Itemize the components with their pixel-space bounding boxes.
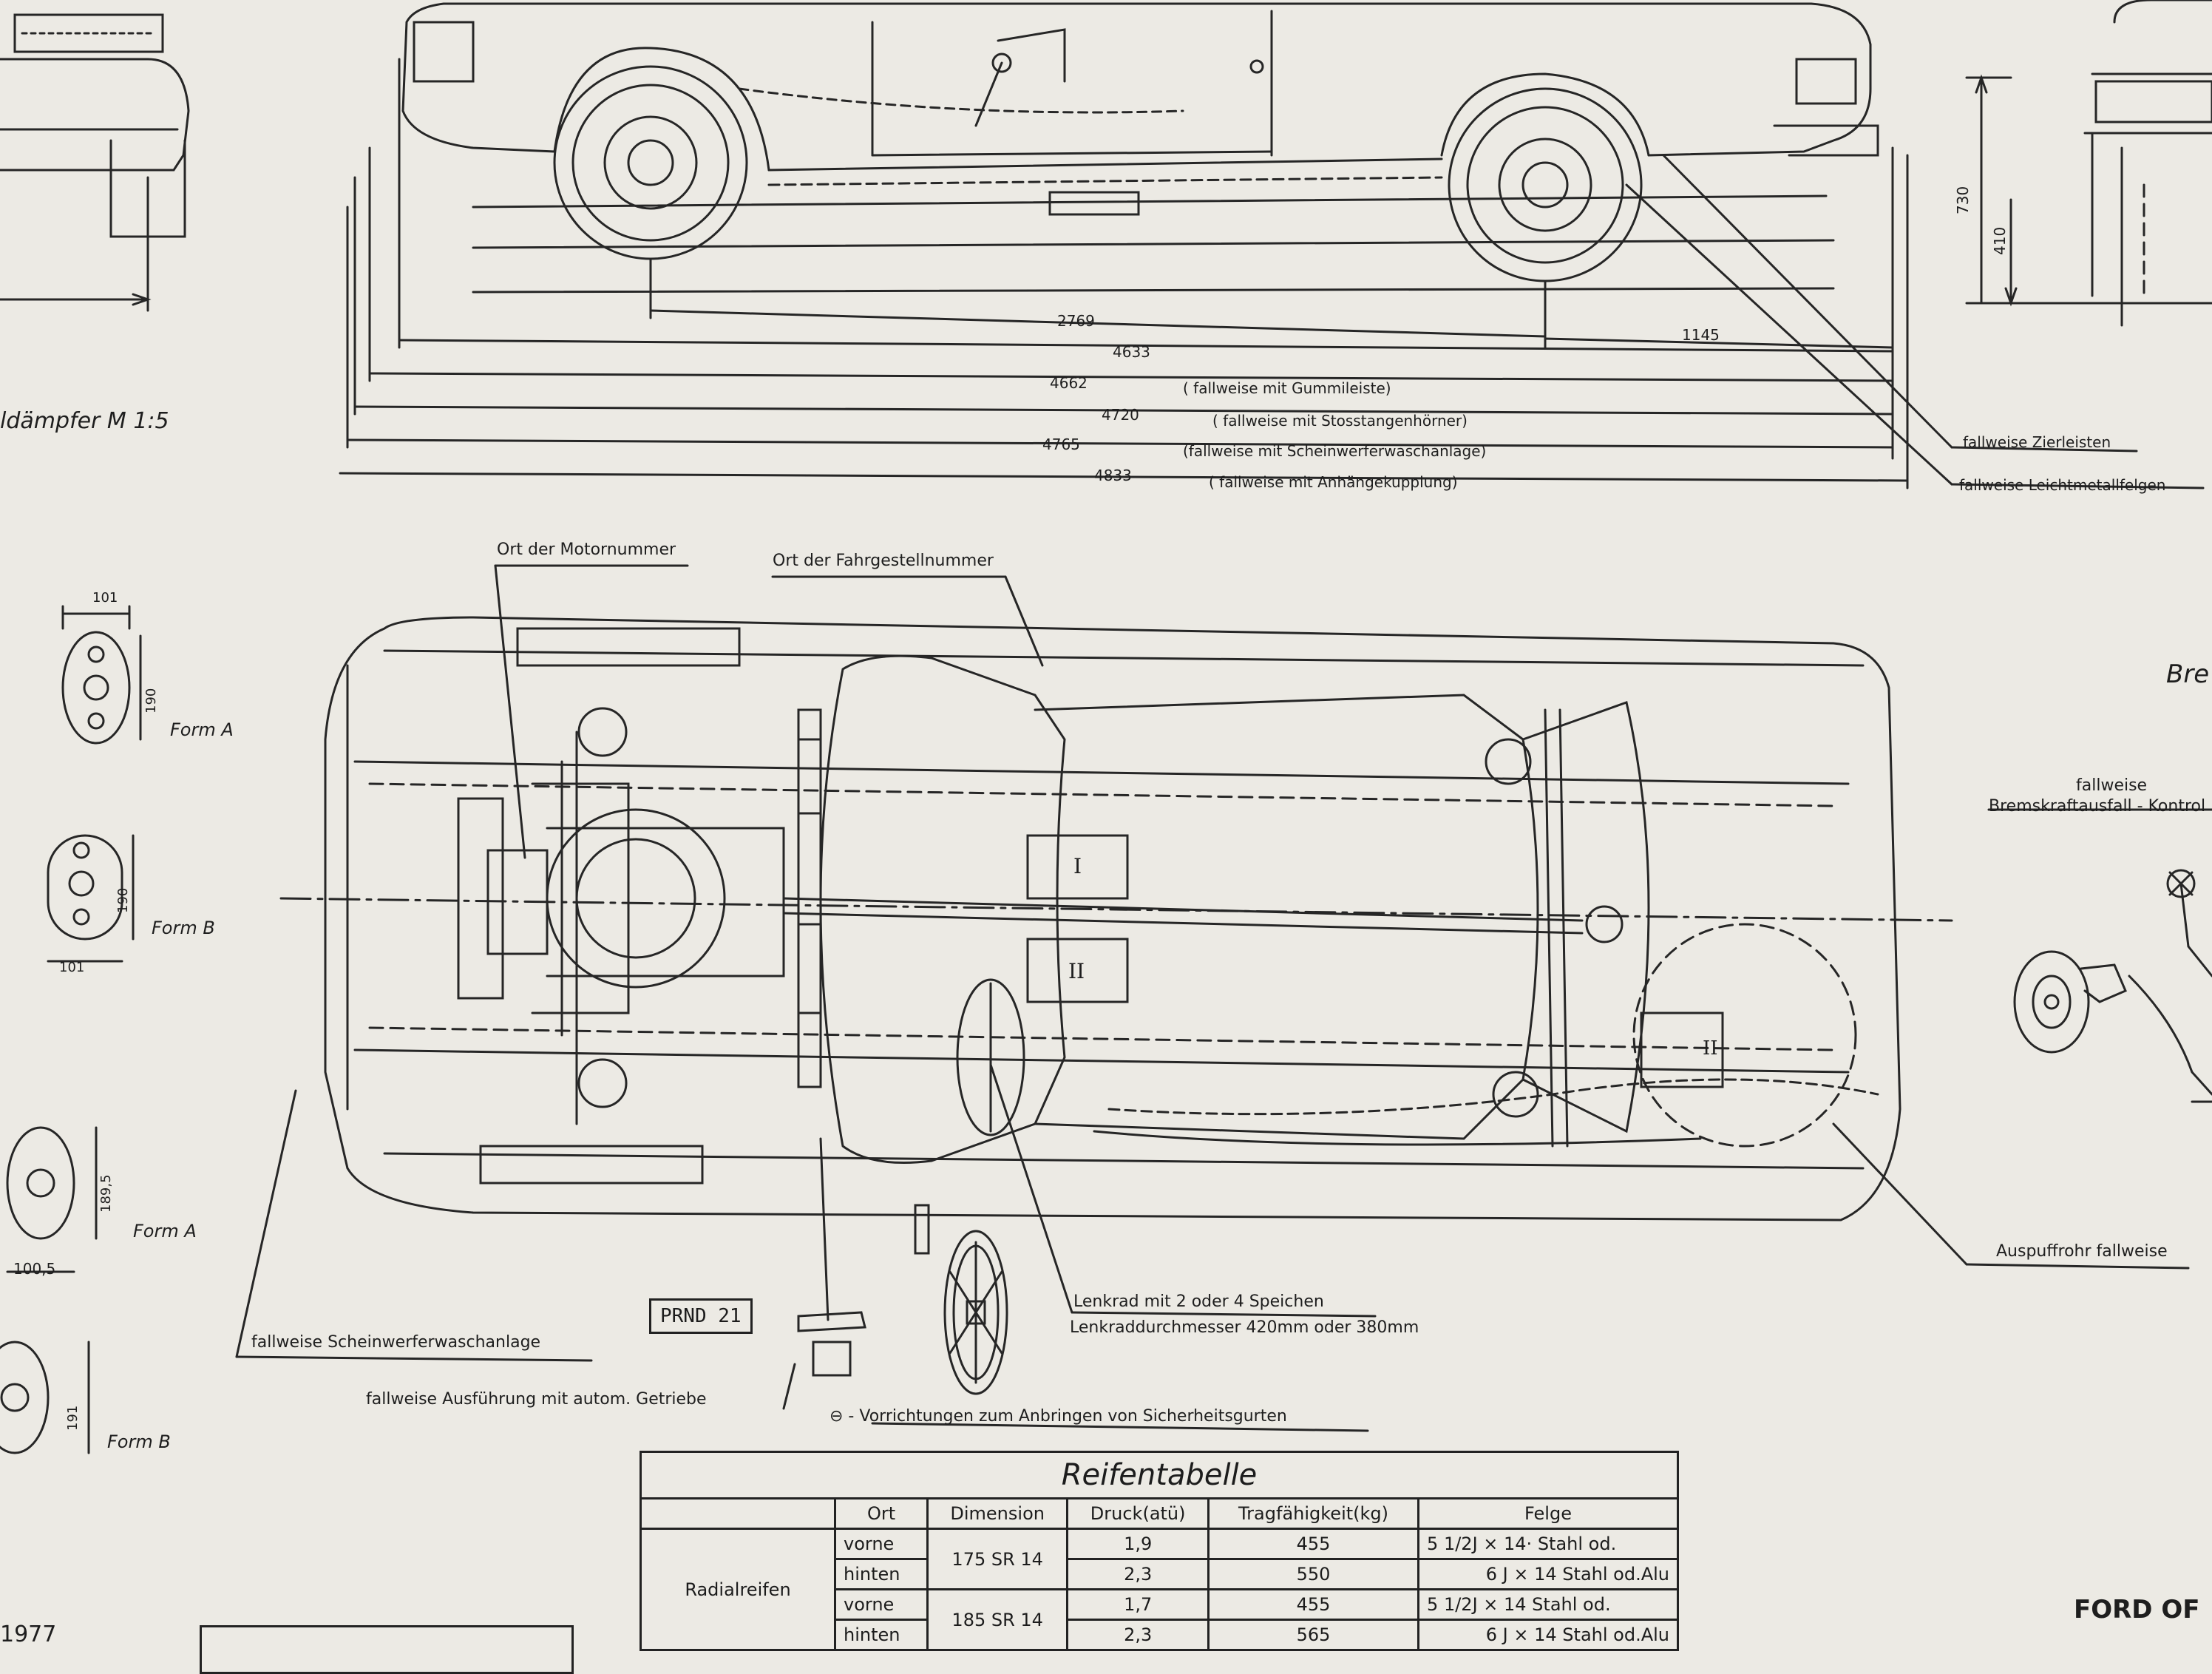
plan-view-car	[279, 616, 1953, 1221]
height-730: 730	[1954, 186, 1972, 214]
dim-4720: 4720	[1102, 406, 1139, 424]
form-b1-label: Form B	[152, 918, 215, 938]
form-a1-width: 101	[92, 590, 118, 606]
cell-druck: 2,3	[1066, 1619, 1210, 1651]
callout-leichtmetallfelgen: fallweise Leichtmetallfelgen	[1959, 476, 2166, 494]
form-b2-label: Form B	[107, 1431, 171, 1452]
side-view-car	[401, 2, 1879, 294]
cell-trag: 455	[1207, 1588, 1420, 1621]
callout-lenkraddurchmesser: Lenkraddurchmesser 420mm oder 380mm	[1070, 1318, 1419, 1337]
dim-4833-note: ( fallweise mit Anhängekupplung)	[1209, 473, 1458, 491]
brake-diagram	[1987, 808, 2212, 1103]
cell-felge: 6 J × 14 Stahl od.Alu	[1417, 1619, 1679, 1651]
form-a1-label: Form A	[170, 719, 234, 740]
cell-ort: vorne	[833, 1588, 929, 1621]
col-felge: Felge	[1417, 1497, 1679, 1530]
front-view-left	[0, 13, 190, 312]
cell-druck: 1,7	[1066, 1588, 1210, 1621]
cell-felge: 6 J × 14 Stahl od.Alu	[1417, 1558, 1679, 1590]
table-row: hinten 2,3 565 6 J × 14 Stahl od.Alu	[641, 1619, 1679, 1651]
form-a2-width: 100,5	[13, 1260, 56, 1278]
table-row: hinten 2,3 550 6 J × 14 Stahl od.Alu	[641, 1558, 1679, 1590]
dim-4765: 4765	[1042, 436, 1080, 453]
callout-auspuffrohr: Auspuffrohr fallweise	[1996, 1242, 2168, 1261]
form-a1-height: 190	[143, 688, 159, 714]
dim-2769: 2769	[1057, 312, 1095, 330]
dim-4720-note: ( fallweise mit Stosstangenhörner)	[1212, 412, 1468, 430]
dim-1145: 1145	[1682, 326, 1720, 344]
callout-lenkrad-speichen: Lenkrad mit 2 oder 4 Speichen	[1073, 1292, 1324, 1311]
table-row: Radialreifen vorne 175 SR 14 1,9 455 5 1…	[639, 1528, 1679, 1651]
cell-felge: 5 1/2J × 14 Stahl od.	[1417, 1588, 1679, 1621]
marker-seat-1: I	[1073, 854, 1082, 878]
cell-dimension: 175 SR 14	[926, 1528, 1069, 1590]
loose-parts	[797, 1204, 1008, 1395]
marker-rear-2: II	[1703, 1037, 1718, 1060]
marker-seat-2: II	[1068, 959, 1085, 983]
cell-dimension: 185 SR 14	[926, 1588, 1069, 1651]
tire-table-corner	[639, 1497, 836, 1529]
callout-sicherheitsgurte: ⊖ - Vorrichtungen zum Anbringen von Sich…	[830, 1407, 1287, 1426]
callout-scheinwerferwaschanlage: fallweise Scheinwerferwaschanlage	[251, 1333, 541, 1352]
brand-label: FORD OF	[2074, 1595, 2200, 1624]
tire-table-title: Reifentabelle	[639, 1451, 1679, 1500]
footer-year: 1977	[0, 1622, 57, 1647]
form-a2-label: Form A	[133, 1221, 197, 1241]
front-view-right	[1965, 0, 2212, 327]
callout-motornummer: Ort der Motornummer	[497, 541, 676, 559]
group-radialreifen: Radialreifen	[639, 1528, 836, 1651]
dim-4765-note: (fallweise mit Scheinwerferwaschanlage)	[1183, 442, 1487, 460]
col-ort: Ort	[833, 1497, 929, 1530]
scale-label: ldämpfer M 1:5	[0, 408, 169, 434]
gear-selector-label: PRND 21	[649, 1298, 753, 1334]
dim-4633: 4633	[1113, 343, 1150, 361]
form-b1-width: 101	[59, 960, 85, 975]
plan-callout-leaders	[235, 564, 2190, 1432]
cell-ort: hinten	[833, 1558, 929, 1590]
cell-trag: 565	[1207, 1619, 1420, 1651]
dim-4662: 4662	[1050, 374, 1088, 392]
brake-line1: fallweise	[2076, 776, 2148, 795]
brake-title: Bre	[2166, 660, 2210, 689]
callout-fahrgestellnummer: Ort der Fahrgestellnummer	[773, 552, 994, 570]
form-a2-height: 189,5	[98, 1174, 114, 1213]
cell-ort: vorne	[833, 1528, 929, 1560]
cell-druck: 1,9	[1066, 1528, 1210, 1560]
col-druck: Druck(atü)	[1066, 1497, 1210, 1530]
cell-ort: hinten	[833, 1619, 929, 1651]
form-b2-height: 191	[65, 1405, 81, 1431]
dim-4662-note: ( fallweise mit Gummileiste)	[1183, 379, 1391, 397]
col-dimension: Dimension	[926, 1497, 1069, 1530]
cell-trag: 550	[1207, 1558, 1420, 1590]
callout-autom-getriebe: fallweise Ausführung mit autom. Getriebe	[366, 1390, 707, 1409]
callout-zierleisten: fallweise Zierleisten	[1963, 433, 2111, 451]
form-b1-height: 190	[115, 887, 131, 913]
tire-table: Reifentabelle Ort Dimension Druck(atü) T…	[639, 1451, 1679, 1651]
col-tragfaehigkeit: Tragfähigkeit(kg)	[1207, 1497, 1420, 1530]
cell-felge: 5 1/2J × 14· Stahl od.	[1417, 1528, 1679, 1560]
side-dimension-lines	[339, 58, 2205, 489]
height-410: 410	[1991, 226, 2009, 255]
footer-box	[200, 1625, 574, 1674]
brake-line2: Bremskraftausfall - Kontrol	[1989, 797, 2206, 816]
cell-trag: 455	[1207, 1528, 1420, 1560]
plate-form-shapes	[0, 605, 142, 1454]
cell-druck: 2,3	[1066, 1558, 1210, 1590]
table-row: vorne 185 SR 14 1,7 455 5 1/2J × 14 Stah…	[641, 1588, 1679, 1651]
dim-4833: 4833	[1094, 467, 1132, 484]
